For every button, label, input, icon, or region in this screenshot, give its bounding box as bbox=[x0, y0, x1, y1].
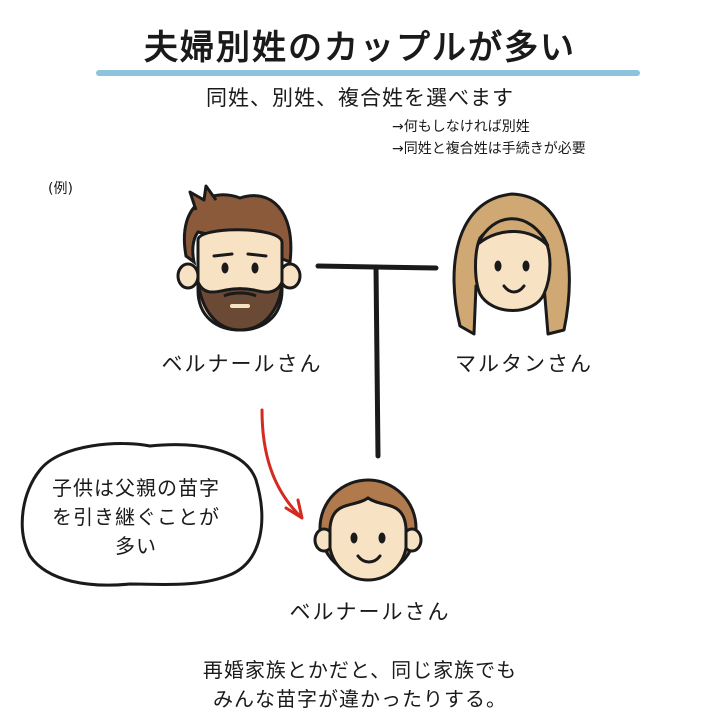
footer-caption: 再婚家族とかだと、同じ家族でも みんな苗字が違かったりする。 bbox=[0, 656, 720, 714]
inheritance-arrow bbox=[260, 408, 304, 520]
footer-line: みんな苗字が違かったりする。 bbox=[213, 687, 507, 711]
father-face-icon bbox=[176, 184, 302, 332]
speech-bubble bbox=[20, 442, 264, 587]
child-face-icon bbox=[313, 478, 423, 582]
father-name-label: ベルナールさん bbox=[161, 352, 323, 376]
child-name-label: ベルナールさん bbox=[289, 600, 451, 624]
bubble-line: を引き継ぐことが bbox=[52, 505, 220, 529]
example-label: (例) bbox=[48, 181, 73, 197]
mother-face-icon bbox=[452, 192, 571, 336]
page-subtitle: 同姓、別姓、複合姓を選べます bbox=[206, 86, 514, 110]
note-procedure-required: →同姓と複合姓は手続きが必要 bbox=[392, 141, 586, 157]
descent-line bbox=[373, 264, 381, 459]
speech-bubble-text: 子供は父親の苗字 を引き継ぐことが 多い bbox=[30, 474, 242, 561]
note-default-separate: →何もしなければ別姓 bbox=[392, 119, 530, 135]
footer-line: 再婚家族とかだと、同じ家族でも bbox=[202, 658, 518, 682]
title-underline bbox=[96, 70, 640, 76]
page-title: 夫婦別姓のカップルが多い bbox=[144, 28, 576, 68]
bubble-line: 多い bbox=[115, 534, 157, 558]
bubble-line: 子供は父親の苗字 bbox=[52, 476, 220, 500]
mother-name-label: マルタンさん bbox=[455, 352, 593, 376]
